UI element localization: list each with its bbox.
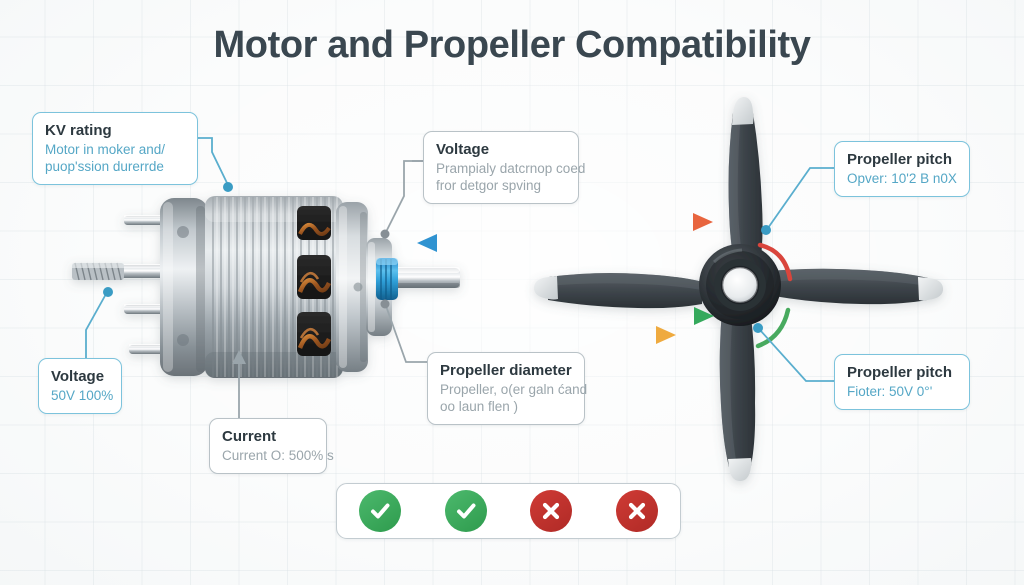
callout-subtitle: Propeller, o(er galn ćand oo laun flen ): [440, 381, 588, 415]
propeller-blade-top: [728, 96, 763, 275]
callout-voltage-top[interactable]: Voltage Prampialy datcrnop coed fror det…: [423, 131, 586, 204]
propeller-blade-left: [533, 273, 703, 309]
four-blade-propeller-illustration: [533, 96, 944, 482]
callout-kv-rating[interactable]: KV rating Motor in moker and/ puop'ssion…: [32, 112, 198, 185]
callout-subtitle: Current O: 500% s: [222, 447, 334, 464]
arrow-thrust: [318, 213, 713, 231]
arc-pitch-bottom: [755, 307, 791, 349]
callout-title: Propeller diameter: [440, 362, 572, 379]
callout-title: KV rating: [45, 122, 112, 139]
callout-voltage-bottom[interactable]: Voltage 50V 100%: [38, 358, 122, 414]
motor-output-shaft: [388, 267, 460, 288]
motor-stator-windows: [297, 206, 332, 356]
check-icon: [370, 503, 390, 519]
callout-subtitle: Prampialy datcrnop coed fror detgor spvi…: [436, 160, 586, 194]
arrow-airflow: [375, 307, 714, 325]
compatibility-status-panel: [336, 483, 681, 539]
callout-subtitle-line: fror detgor spving: [436, 178, 542, 193]
callout-subtitle-line: Motor in moker and/: [45, 142, 166, 157]
motor-front-endbell: [336, 202, 392, 372]
callout-subtitle-line: 50V 100%: [51, 388, 114, 403]
status-check-icon[interactable]: [444, 490, 487, 532]
callout-title: Voltage: [436, 141, 490, 158]
callout-subtitle-line: Fioter: 50V 0°': [847, 384, 933, 399]
connector-propeller-diameter: [380, 299, 427, 363]
callout-subtitle: Opver: 10'2 B n0X: [847, 170, 957, 187]
motor-shaft-collar: [376, 258, 398, 300]
connector-propeller-pitch-bottom: [753, 323, 834, 382]
brushless-motor-illustration: [72, 196, 460, 378]
callout-subtitle-line: Propeller, o(er galn ćand: [440, 382, 588, 397]
callout-subtitle-line: Opver: 10'2 B n0X: [847, 171, 957, 186]
page-title: Motor and Propeller Compatibility: [213, 24, 811, 66]
cross-icon: [629, 502, 646, 520]
status-check-icon[interactable]: [358, 490, 401, 532]
propeller-hub: [699, 244, 781, 326]
callout-subtitle: Motor in moker and/ puop'ssion durerrde: [45, 141, 185, 175]
propeller-blade-right: [769, 268, 944, 305]
arc-pitch-top: [757, 242, 793, 282]
callout-subtitle-line: Current O: 500% s: [222, 448, 334, 463]
callout-title: Current: [222, 428, 277, 445]
check-icon: [456, 503, 476, 519]
connector-voltage-top: [380, 160, 423, 239]
callout-propeller-diameter[interactable]: Propeller diameter Propeller, o(er galn …: [427, 352, 588, 425]
callout-subtitle-line: oo laun flen ): [440, 399, 519, 414]
callout-subtitle: 50V 100%: [51, 387, 114, 404]
callout-current[interactable]: Current Current O: 500% s: [209, 418, 334, 474]
callout-propeller-pitch-top[interactable]: Propeller pitch Opver: 10'2 B n0X: [834, 141, 970, 197]
status-cross-icon[interactable]: [616, 490, 659, 532]
motor-rear-endbell: [160, 198, 208, 376]
connector-current: [232, 350, 246, 418]
callout-title: Voltage: [51, 368, 105, 385]
callout-subtitle-line: puop'ssion durerrde: [45, 159, 164, 174]
motor-threaded-shaft: [72, 262, 124, 281]
connector-voltage-bottom: [85, 287, 113, 358]
callout-subtitle-line: Prampialy datcrnop coed: [436, 161, 586, 176]
arrow-torque: [417, 234, 713, 252]
cross-icon: [543, 502, 560, 520]
status-cross-icon[interactable]: [530, 490, 573, 532]
propeller-blade-bottom: [719, 309, 756, 482]
arrow-power: [375, 326, 676, 344]
callout-title: Propeller pitch: [847, 151, 953, 168]
callout-propeller-pitch-bottom[interactable]: Propeller pitch Fioter: 50V 0°': [834, 354, 970, 410]
callout-title: Propeller pitch: [847, 364, 953, 381]
connector-propeller-pitch-top: [761, 167, 834, 235]
callout-subtitle: Fioter: 50V 0°': [847, 383, 957, 400]
connector-kv-rating: [196, 137, 233, 192]
